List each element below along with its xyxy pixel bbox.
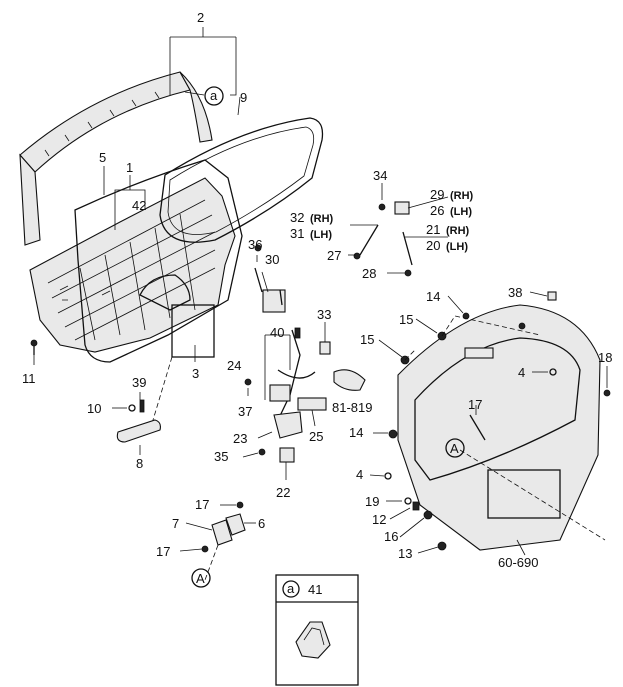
callout-14-bottom: 14 <box>349 425 363 440</box>
legend-part-41: 41 <box>308 582 322 597</box>
callout-38: 38 <box>508 285 522 300</box>
callout-33: 33 <box>317 307 331 322</box>
callout-31: 31 <box>290 226 304 241</box>
callout-5: 5 <box>99 150 106 165</box>
callout-36: 36 <box>248 237 262 252</box>
callout-1: 1 <box>126 160 133 175</box>
callout-60-690: 60-690 <box>498 555 538 570</box>
callout-4-bottom: 4 <box>356 467 363 482</box>
marker-A-circle-panel <box>445 438 465 458</box>
callout-40: 40 <box>270 325 284 340</box>
callout-26-lh: (LH) <box>450 206 472 218</box>
callout-18: 18 <box>598 350 612 365</box>
callout-14-top: 14 <box>426 289 440 304</box>
callout-21: 21 <box>426 222 440 237</box>
tailgate-outer-panel <box>384 291 611 551</box>
hinge-assembly <box>201 501 246 581</box>
pull-handle <box>116 419 161 443</box>
callout-A-hinge: A <box>196 571 205 586</box>
callout-a: a <box>210 88 218 103</box>
callout-16: 16 <box>384 529 398 544</box>
callout-17-hinge-top: 17 <box>195 497 209 512</box>
callout-20: 20 <box>426 238 440 253</box>
callout-8: 8 <box>136 456 143 471</box>
callout-35: 35 <box>214 449 228 464</box>
callout-31-lh: (LH) <box>310 229 332 241</box>
callout-29-rh: (RH) <box>450 190 474 202</box>
upper-trim-strip <box>19 71 213 246</box>
access-cover-plate <box>171 304 215 358</box>
legend-box: a 41 <box>275 574 359 686</box>
callout-24: 24 <box>227 358 241 373</box>
callout-17-panel: 17 <box>468 397 482 412</box>
callout-A-panel: A <box>450 441 459 456</box>
callout-28: 28 <box>362 266 376 281</box>
callout-3: 3 <box>192 366 199 381</box>
callout-19: 19 <box>365 494 379 509</box>
callout-29: 29 <box>430 187 444 202</box>
callout-10: 10 <box>87 401 101 416</box>
callout-6: 6 <box>258 516 265 531</box>
callout-12: 12 <box>372 512 386 527</box>
callout-22: 22 <box>276 485 290 500</box>
callout-27: 27 <box>327 248 341 263</box>
callout-20-lh: (LH) <box>446 241 468 253</box>
callout-labels: 2 a 9 5 1 42 11 3 39 10 8 34 29 (RH) 26 … <box>22 10 612 586</box>
callout-4-top: 4 <box>518 365 525 380</box>
callout-11: 11 <box>22 371 36 386</box>
callout-30: 30 <box>265 252 279 267</box>
callout-9: 9 <box>240 90 247 105</box>
callout-39: 39 <box>132 375 146 390</box>
callout-17-hinge-bottom: 17 <box>156 544 170 559</box>
callout-32-rh: (RH) <box>310 213 334 225</box>
callout-21-rh: (RH) <box>446 225 470 237</box>
callout-15-right: 15 <box>399 312 413 327</box>
leader-lines <box>33 27 608 556</box>
callout-42: 42 <box>132 198 146 213</box>
latch-mechanism <box>244 244 366 463</box>
marker-a-circle <box>204 86 224 106</box>
callout-13: 13 <box>398 546 412 561</box>
callout-37: 37 <box>238 404 252 419</box>
callout-81-819: 81-819 <box>332 400 372 415</box>
legend-clip-illustration <box>295 621 331 659</box>
callout-2: 2 <box>197 10 204 25</box>
gas-struts <box>353 201 413 277</box>
tailgate-trim-panel <box>29 177 236 353</box>
callout-32: 32 <box>290 210 304 225</box>
callout-7: 7 <box>172 516 179 531</box>
callout-23: 23 <box>233 431 247 446</box>
glass-weatherstrip <box>159 117 324 243</box>
clip-39-and-10 <box>128 399 145 413</box>
legend-key-a: a <box>287 581 295 596</box>
callout-34: 34 <box>373 168 387 183</box>
callout-25: 25 <box>309 429 323 444</box>
callout-26: 26 <box>430 203 444 218</box>
callout-15-left: 15 <box>360 332 374 347</box>
marker-A-circle-hinge <box>191 568 211 588</box>
